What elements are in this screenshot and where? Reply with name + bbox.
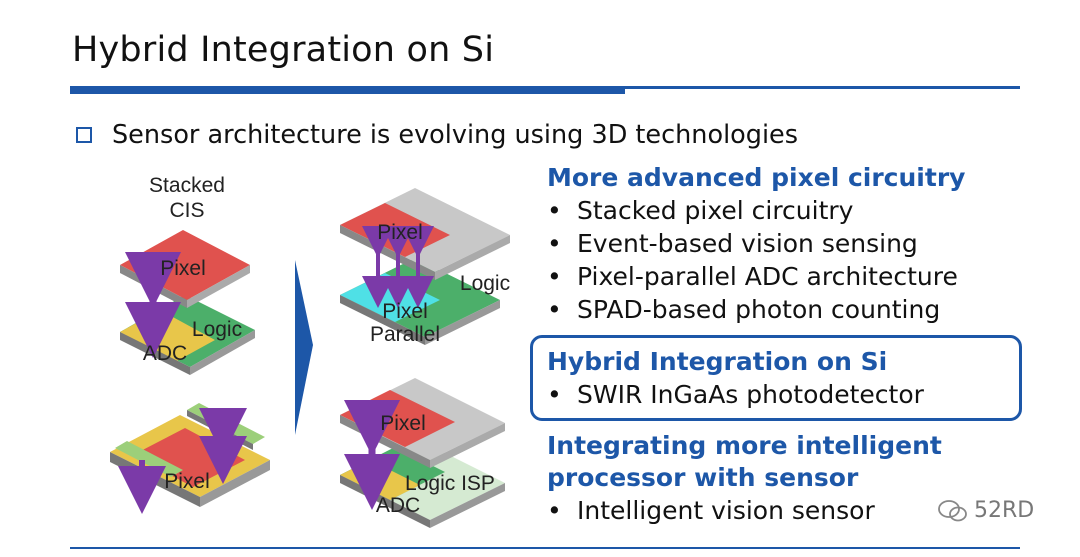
hybrid-list: SWIR InGaAs photodetector [547, 378, 1047, 411]
list-item: SPAD-based photon counting [547, 293, 1047, 326]
left-top-adc-label: ADC [143, 342, 187, 365]
left-bottom-pixel-label: Pixel [164, 470, 210, 493]
bottom-rule [70, 547, 1020, 549]
stacked-cis-label-1: Stacked [149, 174, 225, 197]
stacked-cis-label-2: CIS [169, 199, 204, 222]
left-top-logic-label: Logic [192, 318, 242, 341]
right-column: More advanced pixel circuitry Stacked pi… [547, 162, 1047, 527]
main-bullet: Sensor architecture is evolving using 3D… [76, 120, 798, 150]
left-top-pixel-label: Pixel [160, 257, 206, 280]
right-top-pixel-layer [340, 188, 510, 280]
square-bullet-icon [76, 127, 92, 143]
title-underline-thin [625, 86, 1020, 89]
section-heading-hybrid: Hybrid Integration on Si [547, 347, 888, 376]
right-bottom-pixel-label: Pixel [380, 412, 426, 435]
section-heading-intelligent-1: Integrating more intelligent [547, 431, 942, 460]
list-item: Event-based vision sensing [547, 227, 1047, 260]
slide-title: Hybrid Integration on Si [72, 30, 495, 70]
main-bullet-text: Sensor architecture is evolving using 3D… [112, 120, 798, 150]
transition-arrow-icon [295, 260, 313, 435]
sensor-architecture-diagram: Stacked CIS Pixel Logic ADC [95, 170, 535, 545]
watermark: 52RD [938, 498, 1034, 523]
right-bottom-adc-label: ADC [376, 494, 420, 517]
list-item: Intelligent vision sensor [547, 494, 1047, 527]
right-top-pixel-parallel-1: Pixel [382, 300, 428, 323]
list-item: SWIR InGaAs photodetector [547, 378, 1047, 411]
right-top-logic-label: Logic [460, 272, 510, 295]
wechat-icon [938, 499, 967, 521]
section-heading-intelligent-2: processor with sensor [547, 463, 859, 492]
list-item: Stacked pixel circuitry [547, 194, 1047, 227]
section-heading-pixel-circuitry: More advanced pixel circuitry [547, 163, 966, 192]
right-top-pixel-parallel-2: Parallel [370, 323, 440, 346]
list-item: Pixel-parallel ADC architecture [547, 260, 1047, 293]
pixel-circuitry-list: Stacked pixel circuitry Event-based visi… [547, 194, 1047, 326]
right-bottom-logic-isp-label: Logic ISP [405, 472, 495, 495]
title-underline [70, 86, 625, 94]
right-top-pixel-label: Pixel [377, 221, 423, 244]
watermark-text: 52RD [974, 498, 1035, 523]
intelligent-list: Intelligent vision sensor [547, 494, 1047, 527]
